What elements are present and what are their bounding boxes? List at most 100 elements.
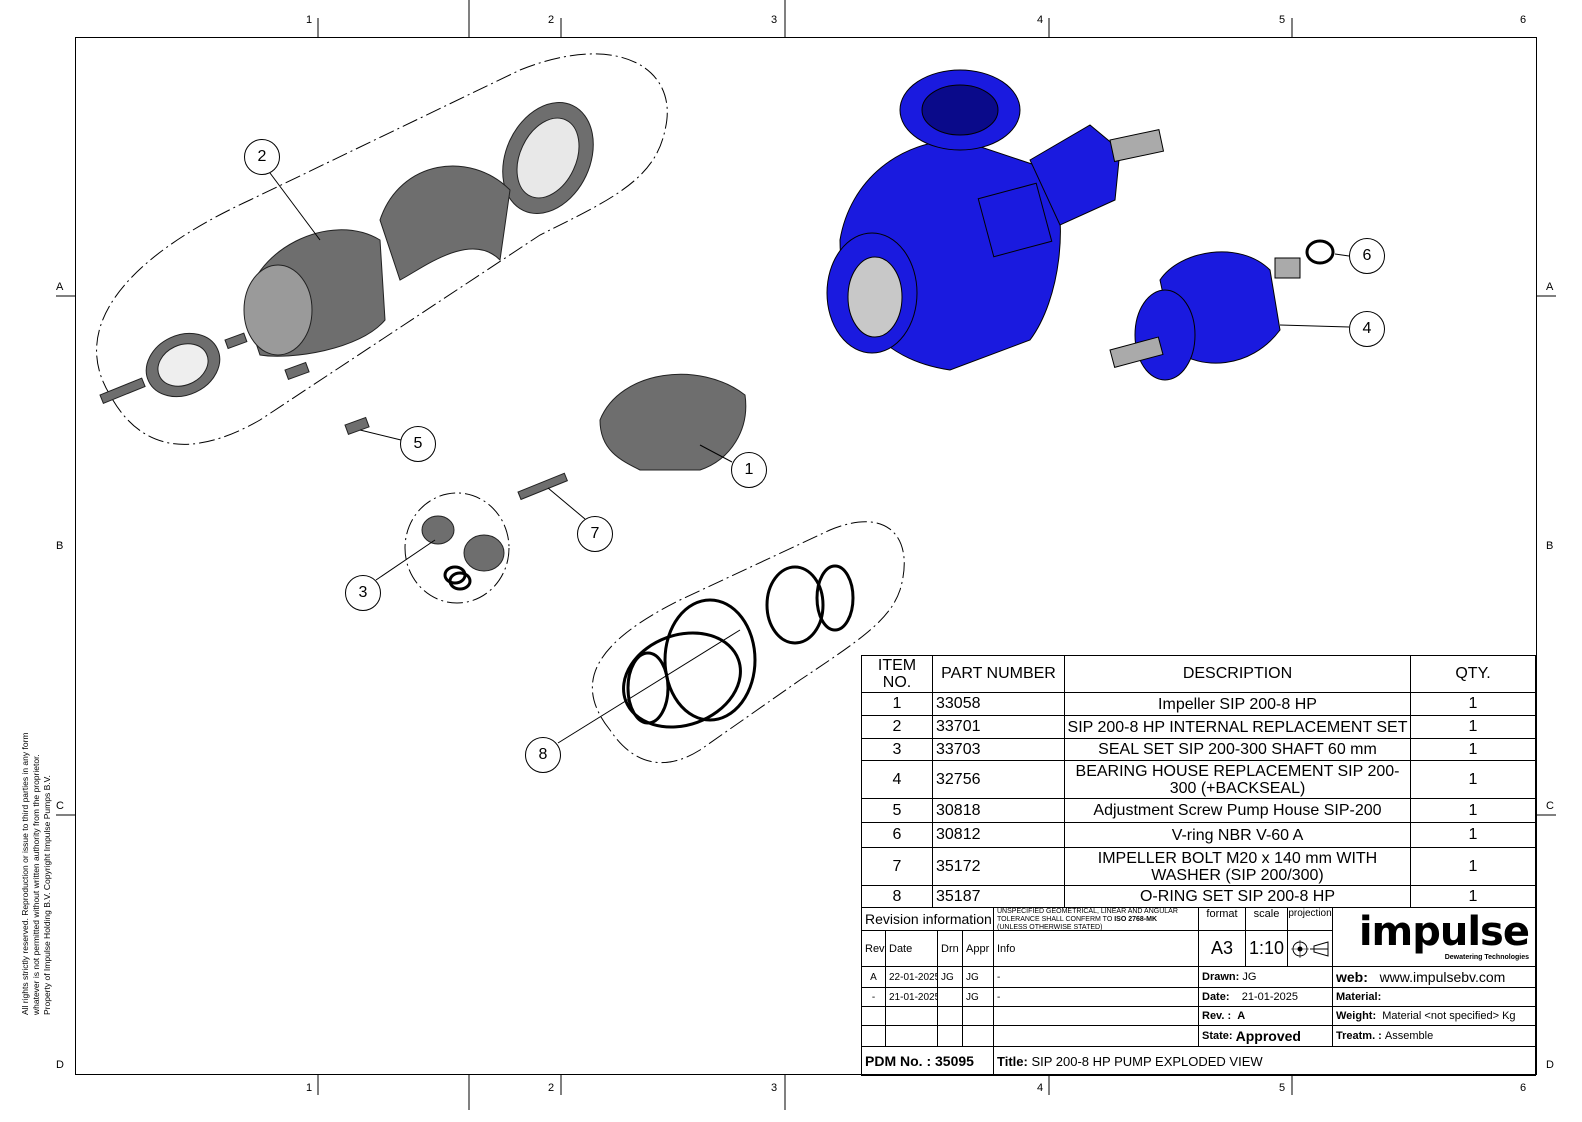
impeller-1	[599, 373, 747, 471]
balloon-number: 8	[538, 746, 548, 763]
bom-cell-qty: 1	[1410, 738, 1536, 761]
state-label: State:	[1202, 1030, 1233, 1042]
balloon-5: 5	[400, 426, 436, 462]
date-field: Date: 21-01-2025	[1198, 987, 1333, 1007]
revision-cell-rev: -	[861, 987, 886, 1007]
bom-cell-item: 7	[861, 847, 933, 886]
group-outline-8	[592, 521, 905, 764]
balloon-number: 6	[1362, 247, 1372, 264]
zone-col: 5	[1279, 1082, 1286, 1094]
revision-cell-date: 21-01-2025	[885, 987, 938, 1007]
revision-cell-info: -	[993, 987, 1199, 1007]
format-value: A3	[1198, 930, 1246, 967]
date-value: 21-01-2025	[1241, 991, 1299, 1003]
balloon-number: 5	[413, 435, 423, 452]
revision-info-label: Revision information	[861, 907, 994, 931]
bom-cell-qty: 1	[1410, 885, 1536, 908]
bom-cell-part: 35172	[932, 847, 1065, 886]
tolerance-standard: ISO 2768-MK	[1114, 916, 1158, 923]
bom-cell-item: 6	[861, 822, 933, 848]
revision-cell-info: -	[993, 966, 1199, 988]
zone-col: 6	[1520, 14, 1527, 26]
group-outline-2	[96, 53, 668, 445]
bom-cell-qty: 1	[1410, 760, 1536, 799]
drawing-border	[75, 37, 1537, 1075]
revision-cell-drn	[937, 1025, 963, 1047]
balloon-number: 3	[358, 584, 368, 601]
bom-header-desc: DESCRIPTION	[1064, 655, 1411, 693]
rev-field: Rev. : A	[1198, 1006, 1333, 1026]
zone-row: A	[56, 281, 64, 293]
revision-cell-appr: JG	[962, 966, 994, 988]
pump-assembly	[826, 69, 1301, 381]
revision-cell-info	[993, 1025, 1199, 1047]
bom-cell-part: 35187	[932, 885, 1065, 908]
pdm-field: PDM No. : 35095	[861, 1046, 994, 1076]
material-label: Material:	[1336, 991, 1382, 1003]
bom-cell-part: 33058	[932, 692, 1065, 716]
pdm-label: PDM No. :	[865, 1053, 932, 1069]
revision-cell-appr	[962, 1006, 994, 1026]
revision-cell-drn	[937, 987, 963, 1007]
bom-cell-qty: 1	[1410, 847, 1536, 886]
bom-cell-qty: 1	[1410, 692, 1536, 716]
format-label: format	[1198, 907, 1246, 931]
bom-cell-desc: IMPELLER BOLT M20 x 140 mm WITH WASHER (…	[1064, 847, 1411, 886]
adjustment-screw	[344, 416, 370, 436]
impeller-bolt	[517, 472, 569, 501]
bearing-house	[1029, 124, 1121, 226]
zone-col: 1	[306, 1082, 313, 1094]
rev-label: Rev. :	[1202, 1010, 1232, 1022]
bom-cell-item: 2	[861, 715, 933, 739]
gray-parts	[99, 102, 747, 572]
zone-row: C	[1546, 800, 1554, 812]
revision-cell-date: 22-01-2025	[885, 966, 938, 988]
leader-lines	[269, 172, 1350, 744]
date-label: Date:	[1202, 991, 1230, 1003]
zone-row: D	[1546, 1059, 1554, 1071]
tolerance-text: UNSPECIFIED GEOMETRICAL, LINEAR AND ANGU…	[997, 908, 1178, 923]
projection-symbol-icon	[1287, 930, 1333, 967]
bom-cell-desc: V-ring NBR V-60 A	[1064, 822, 1411, 848]
zone-row: C	[56, 800, 64, 812]
zone-row: B	[56, 540, 64, 552]
web-label: web:	[1336, 969, 1368, 985]
bom-cell-desc: Impeller SIP 200-8 HP	[1064, 692, 1411, 716]
revision-cell-rev	[861, 1006, 886, 1026]
info-header: Info	[993, 930, 1199, 967]
pdm-value: 35095	[935, 1053, 974, 1069]
impeller-2	[379, 165, 511, 281]
revision-cell-info	[993, 1006, 1199, 1026]
treatment-label: Treatm. :	[1336, 1030, 1382, 1042]
title-value: SIP 200-8 HP PUMP EXPLODED VIEW	[1031, 1053, 1263, 1069]
balloon-2: 2	[244, 139, 280, 175]
drawn-label: Drawn:	[1202, 971, 1240, 983]
zone-col: 1	[306, 14, 313, 26]
rev-header: Rev	[861, 930, 886, 967]
weight-label: Weight:	[1336, 1010, 1377, 1022]
drawn-value: JG	[1242, 971, 1257, 983]
balloon-number: 1	[744, 461, 754, 478]
bom-cell-qty: 1	[1410, 798, 1536, 823]
weight-field: Weight: Material <not specified> Kg	[1332, 1006, 1536, 1026]
logo-wordmark: impulse	[1358, 909, 1530, 955]
zone-row: A	[1546, 281, 1554, 293]
drawn-field: Drawn: JG	[1198, 966, 1333, 988]
zone-row: B	[1546, 540, 1554, 552]
scale-value: 1:10	[1245, 930, 1288, 967]
bom-cell-part: 33701	[932, 715, 1065, 739]
projection-label: projection	[1287, 907, 1333, 931]
bom-cell-part: 30812	[932, 822, 1065, 848]
title-label: Title:	[997, 1053, 1028, 1069]
zone-col: 4	[1037, 14, 1044, 26]
balloon-3: 3	[345, 575, 381, 611]
tolerance-note: UNSPECIFIED GEOMETRICAL, LINEAR AND ANGU…	[993, 907, 1199, 931]
zone-col: 2	[548, 14, 555, 26]
company-logo: impulse Dewatering Technologies	[1332, 907, 1536, 967]
bom-cell-item: 8	[861, 885, 933, 908]
bom-cell-item: 4	[861, 760, 933, 799]
treatment-value: Assemble	[1384, 1030, 1434, 1042]
bom-cell-part: 33703	[932, 738, 1065, 761]
revision-cell-date	[885, 1006, 938, 1026]
